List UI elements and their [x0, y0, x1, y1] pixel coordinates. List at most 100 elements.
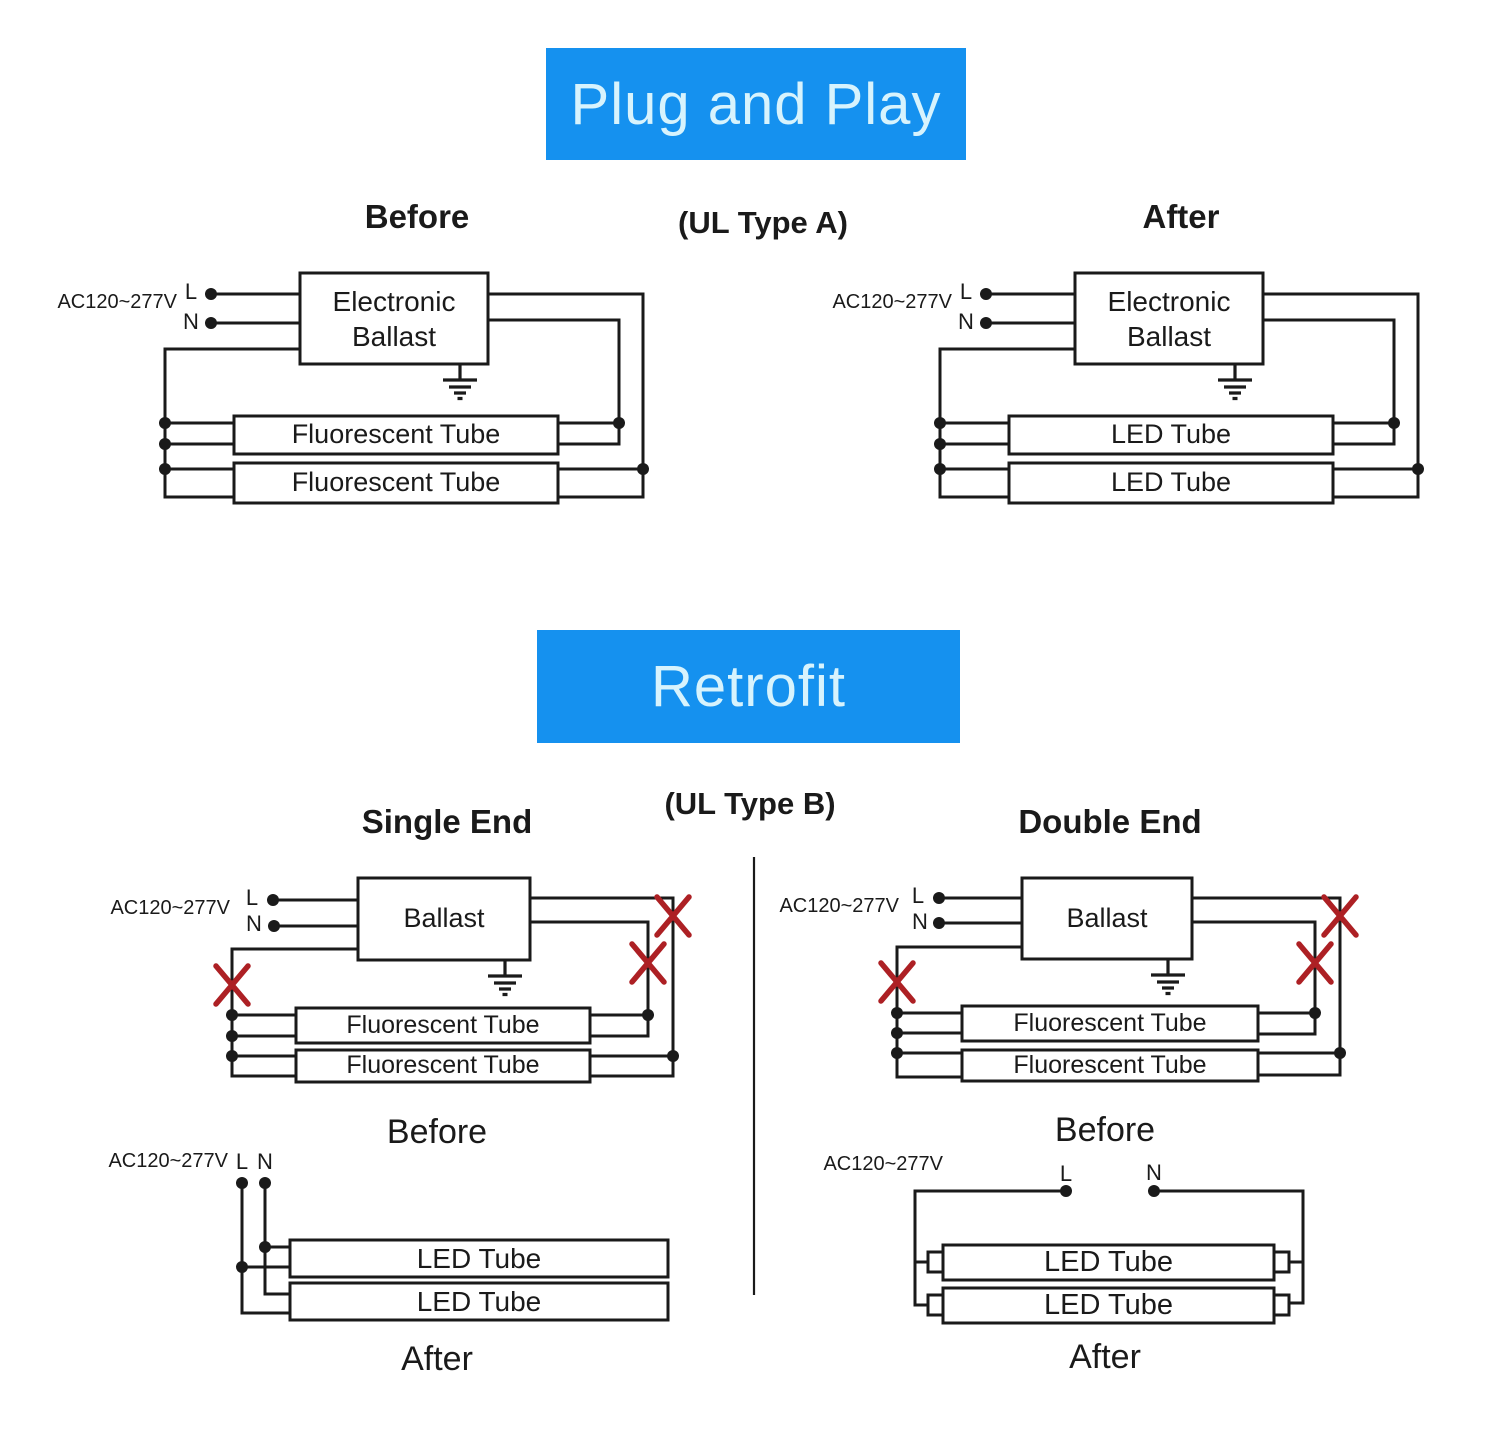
ballast-box-rect: [356, 876, 532, 962]
wire: [1154, 1189, 1305, 1305]
type-a-after-diagram: [934, 271, 1424, 505]
tube-box-rect: [960, 1048, 1260, 1083]
junction-dot: [1388, 417, 1400, 429]
tube-label: LED Tube: [1110, 467, 1232, 498]
terminal-dot: [1148, 1185, 1160, 1197]
junction-dot: [1309, 1007, 1321, 1019]
wire: [897, 1011, 962, 1055]
junction-dot: [891, 1027, 903, 1039]
cut-wire-x-icon: [213, 963, 251, 1007]
ballast-label: Ballast: [1066, 902, 1148, 933]
ac-voltage-label: AC120~277V: [108, 1150, 228, 1172]
line-terminal-label: L: [959, 279, 973, 304]
wire: [488, 318, 621, 446]
wire: [240, 1183, 290, 1315]
cut-wire-x-icon: [654, 894, 692, 938]
cut-wire-x-icon: [878, 960, 916, 1004]
junction-dot: [934, 463, 946, 475]
tube-box-rect: [288, 1238, 670, 1279]
tube-box-rect: [1007, 414, 1335, 456]
wire: [940, 421, 1009, 471]
neutral-terminal-label: N: [958, 309, 974, 334]
tube-label: LED Tube: [1044, 1246, 1173, 1279]
terminal-dot: [259, 1177, 271, 1189]
ballast-label-line1: Electronic: [1107, 285, 1231, 317]
tube-label: LED Tube: [416, 1286, 542, 1317]
ballast-label: Electronic Ballast: [1075, 273, 1263, 364]
tube-label: Fluorescent Tube: [291, 467, 501, 498]
neutral-terminal-label: N: [912, 909, 928, 934]
wire: [913, 1189, 1066, 1307]
tube-box-rect: [941, 1243, 1276, 1282]
junction-dot: [1334, 1047, 1346, 1059]
single-end-before-caption: Before: [386, 1113, 488, 1151]
single-end-after-diagram: [236, 1177, 670, 1322]
junction-dot: [667, 1050, 679, 1062]
terminal-dot: [205, 317, 217, 329]
ac-voltage-label: AC120~277V: [779, 895, 899, 917]
wire: [1192, 920, 1317, 1036]
ac-voltage-label: AC120~277V: [110, 897, 230, 919]
terminal-dot: [267, 894, 279, 906]
junction-dot: [226, 1050, 238, 1062]
earth-ground-icon: [488, 960, 522, 997]
junction-dot: [226, 1030, 238, 1042]
line-terminal-label: L: [911, 883, 925, 908]
plug-and-play-banner-label: Plug and Play: [570, 71, 942, 137]
tube-box-rect: [232, 414, 560, 456]
junction-dot: [159, 438, 171, 450]
ballast-box-rect: [298, 271, 490, 366]
retrofit-banner-label: Retrofit: [651, 654, 846, 719]
wire: [488, 292, 645, 499]
double-end-before-caption: Before: [1054, 1111, 1156, 1149]
wire: [1192, 896, 1342, 1077]
tube-label: LED Tube: [1044, 1289, 1173, 1322]
tube-label: Fluorescent Tube: [346, 1051, 540, 1080]
terminal-dot: [980, 317, 992, 329]
type-a-before-diagram: [159, 271, 649, 505]
neutral-terminal-label: N: [183, 309, 199, 334]
terminal-dot: [933, 892, 945, 904]
wire: [165, 421, 234, 471]
tube-label: LED Tube: [416, 1243, 542, 1274]
line-terminal-label: L: [184, 279, 198, 304]
junction-dot: [637, 463, 649, 475]
tube-label: Fluorescent Tube: [1013, 1008, 1207, 1037]
junction-dot: [891, 1007, 903, 1019]
ac-voltage-label: AC120~277V: [57, 291, 177, 313]
junction-dot: [236, 1261, 248, 1273]
neutral-terminal-label: N: [1146, 1160, 1162, 1185]
line-terminal-label: L: [235, 1149, 249, 1174]
retrofit-banner: Retrofit: [537, 630, 960, 743]
tube-box-rect: [1007, 461, 1335, 505]
junction-dot: [259, 1241, 271, 1253]
junction-dot: [159, 417, 171, 429]
wire: [232, 1013, 296, 1058]
double-end-after-caption: After: [1069, 1338, 1141, 1376]
tube-box-rect: [960, 1004, 1260, 1043]
tube-label: LED Tube: [1110, 419, 1232, 450]
terminal-dot: [205, 288, 217, 300]
wire: [1263, 292, 1420, 499]
tube-box-rect: [288, 1281, 670, 1322]
wire: [530, 896, 675, 1078]
double-end-before-diagram: [878, 876, 1359, 1083]
terminal-dot: [236, 1177, 248, 1189]
cut-wire-x-icon: [629, 941, 667, 985]
ac-voltage-label: AC120~277V: [832, 291, 952, 313]
terminal-dot: [268, 920, 280, 932]
ballast-label-line1: Electronic: [332, 285, 456, 317]
ballast-box-rect: [1073, 271, 1265, 366]
terminal-dot: [933, 917, 945, 929]
earth-ground-icon: [443, 364, 477, 401]
tube-label: Fluorescent Tube: [1013, 1050, 1207, 1079]
junction-dot: [891, 1047, 903, 1059]
cut-wire-x-icon: [1321, 894, 1359, 938]
tube-label: Fluorescent Tube: [346, 1010, 540, 1039]
junction-dot: [1412, 463, 1424, 475]
type-a-label: (UL Type A): [678, 205, 848, 240]
type-a-after-title: After: [1142, 198, 1220, 235]
junction-dot: [642, 1009, 654, 1021]
